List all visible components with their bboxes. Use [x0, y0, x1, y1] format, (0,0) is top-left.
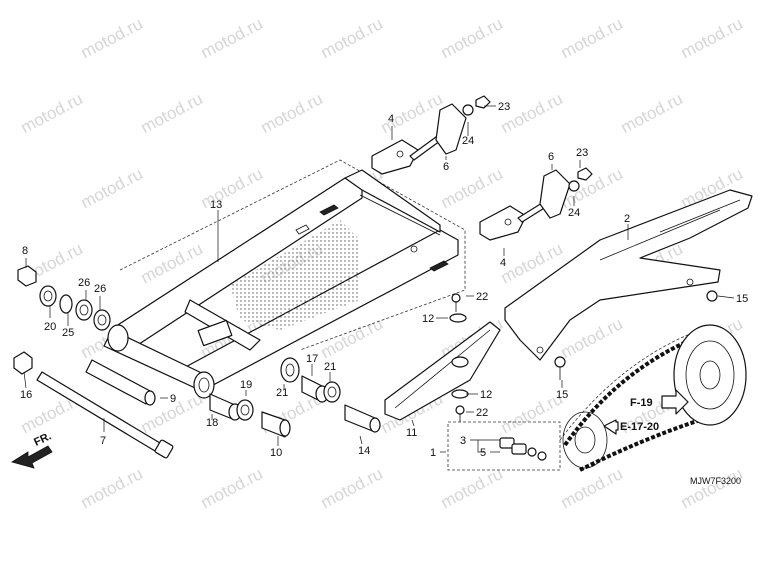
- callout-4a: 4: [388, 113, 394, 125]
- chain-cover-part: [504, 189, 753, 361]
- watermark-text: motod.ru: [558, 464, 626, 512]
- ref-box-f19[interactable]: F-19: [630, 389, 689, 415]
- callout-2: 2: [624, 213, 630, 225]
- watermark-text: motod.ru: [498, 89, 566, 137]
- watermark-text: motod.ru: [258, 89, 326, 137]
- watermark-text: motod.ru: [318, 464, 386, 512]
- callout-4b: 4: [500, 257, 506, 269]
- callout-17: 17: [306, 353, 318, 365]
- direction-label: FR.: [32, 430, 53, 448]
- watermark-text: motod.ru: [558, 14, 626, 62]
- pivot-collar-part: [85, 359, 156, 406]
- callout-22a: 22: [476, 291, 488, 303]
- watermark-text: motod.ru: [438, 464, 506, 512]
- callout-6b: 6: [548, 151, 554, 163]
- callout-21a: 21: [276, 387, 288, 399]
- callout-21b: 21: [324, 361, 336, 373]
- watermark-text: motod.ru: [618, 89, 686, 137]
- small-fasteners: [449, 290, 718, 422]
- callout-3: 3: [460, 435, 466, 447]
- diagram-code: MJW7F3200: [690, 476, 741, 486]
- bolt-16-part: [13, 351, 33, 375]
- chain-slider-part: [384, 321, 501, 421]
- callout-9: 9: [170, 393, 176, 405]
- callout-15b: 15: [556, 389, 568, 401]
- watermark-text: motod.ru: [78, 164, 146, 212]
- ref-f19-label: F-19: [630, 397, 653, 409]
- chain-adjuster-lower: [479, 167, 593, 241]
- callout-6a: 6: [443, 161, 449, 173]
- callout-22b: 22: [476, 407, 488, 419]
- callout-8: 8: [22, 245, 28, 257]
- drive-chain-part: [559, 324, 747, 472]
- swingarm-group-outline: [119, 159, 466, 351]
- watermark-text: motod.ru: [78, 464, 146, 512]
- watermark-text: motod.ru: [198, 464, 266, 512]
- swingarm-part: [103, 169, 459, 399]
- watermark-text: motod.ru: [198, 14, 266, 62]
- watermark-text: motod.ru: [138, 89, 206, 137]
- callout-24b: 24: [568, 207, 580, 219]
- callout-11: 11: [406, 427, 417, 439]
- ref-box-e1720[interactable]: E-17-20: [603, 419, 659, 435]
- callout-1: 1: [430, 447, 436, 459]
- watermark-text: motod.ru: [438, 14, 506, 62]
- callout-12a: 12: [422, 313, 434, 325]
- callout-26a: 26: [78, 277, 90, 289]
- callout-14: 14: [358, 445, 370, 457]
- nut-8-part: [17, 265, 37, 287]
- callout-15a: 15: [736, 293, 748, 305]
- watermark-text: motod.ru: [78, 14, 146, 62]
- callout-5: 5: [480, 447, 486, 459]
- callout-23a: 23: [498, 101, 510, 113]
- watermark-text: motod.ru: [318, 14, 386, 62]
- watermark-text: motod.ru: [678, 14, 746, 62]
- chain-adjuster-upper: [371, 95, 491, 175]
- leader-lines: [23, 105, 735, 453]
- shock-link-bushings: [209, 357, 381, 438]
- chain-joint-part: [499, 437, 547, 461]
- callout-19: 19: [240, 379, 252, 391]
- callout-20: 20: [44, 321, 56, 333]
- pivot-bolt-part: [36, 371, 174, 459]
- callout-26b: 26: [94, 283, 106, 295]
- callout-24a: 24: [462, 135, 474, 147]
- drive-chain-group-outline: [447, 421, 561, 471]
- callout-18: 18: [206, 417, 218, 429]
- watermark-text: motod.ru: [678, 464, 746, 512]
- callout-16: 16: [20, 389, 32, 401]
- callout-labels: 13 8 20 25 26 26 16 9 7 18 19 10 21 17 2…: [20, 101, 748, 459]
- watermark-text: motod.ru: [18, 89, 86, 137]
- callout-23b: 23: [576, 147, 588, 159]
- watermark-text: motod.ru: [198, 164, 266, 212]
- ref-e1720-label: E-17-20: [620, 421, 659, 433]
- callout-12b: 12: [480, 389, 492, 401]
- front-direction-arrow[interactable]: FR.: [11, 430, 53, 469]
- callout-13: 13: [210, 199, 222, 211]
- callout-10: 10: [270, 447, 282, 459]
- callout-25: 25: [62, 327, 74, 339]
- callout-7: 7: [100, 435, 106, 447]
- bearing-left-group: [39, 285, 111, 331]
